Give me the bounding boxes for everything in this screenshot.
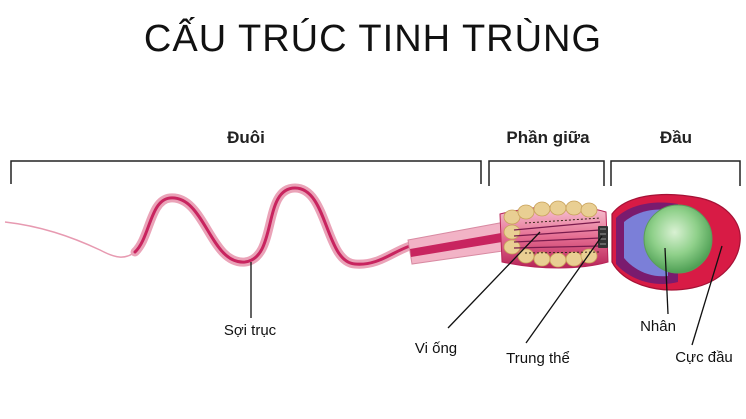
microtubule-dashes: [524, 217, 601, 254]
principal-piece-core: [410, 232, 508, 257]
label-microtubule: Vi ống: [414, 340, 458, 357]
tail-wave-inner: [133, 186, 412, 266]
leader-nucleus: [664, 247, 669, 315]
label-acrosome: Cực đầu: [675, 349, 733, 366]
nucleus: [643, 204, 713, 274]
bracket-midpiece: [488, 160, 605, 186]
section-label-head: Đầu: [659, 128, 693, 147]
label-axial-filament: Sợi trục: [223, 322, 277, 339]
microtubule-bundle: [513, 221, 601, 249]
section-label-midpiece: Phần giữa: [506, 128, 590, 147]
section-label-tail: Đuôi: [227, 128, 265, 147]
bracket-tail: [10, 160, 482, 184]
label-centriole: Trung thể: [506, 350, 570, 367]
label-nucleus: Nhân: [640, 318, 676, 335]
leader-acrosome: [691, 245, 723, 346]
tail-tip: [4, 221, 136, 258]
bracket-head: [610, 160, 741, 186]
centriole: [598, 226, 608, 248]
leader-microtubule: [447, 231, 541, 329]
leader-centriole: [525, 235, 603, 344]
diagram-title: CẤU TRÚC TINH TRÙNG: [143, 18, 603, 60]
